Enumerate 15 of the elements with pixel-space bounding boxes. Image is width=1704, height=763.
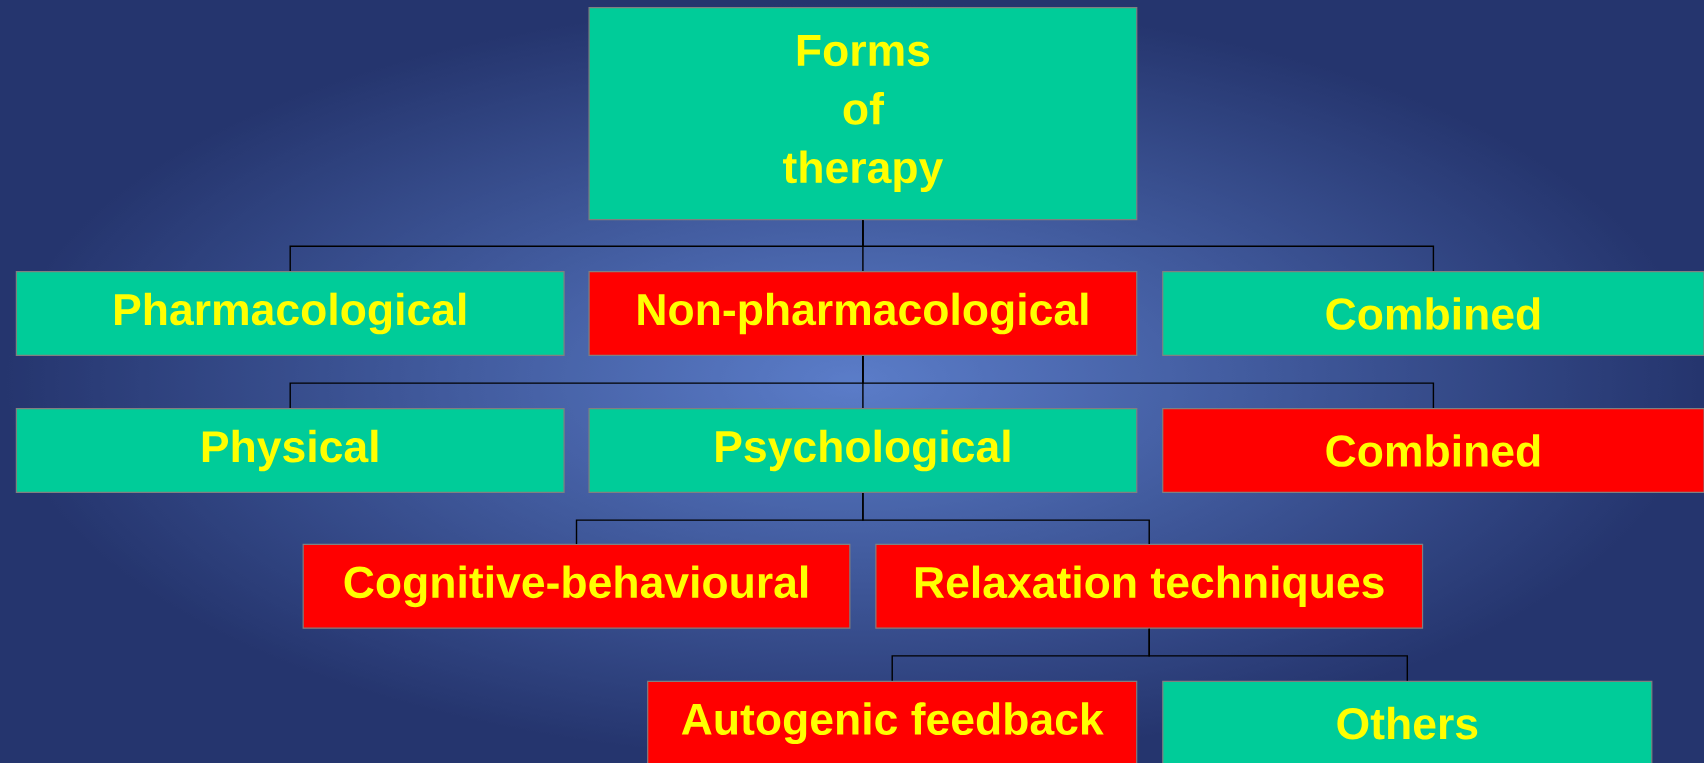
category-box: Pharmacological (15, 271, 565, 356)
category-box: Forms of therapy (588, 7, 1138, 221)
connector-line (862, 492, 1150, 545)
category-box: Psychological (588, 408, 1138, 493)
category-box: Physical (15, 408, 565, 493)
category-box: Relaxation techniques (875, 543, 1424, 629)
category-box: Others (1162, 680, 1653, 763)
connector-line (862, 355, 1435, 409)
category-box: Autogenic feedback (647, 680, 1138, 763)
category-box: Cognitive-behavioural (302, 543, 851, 629)
connector-line (862, 219, 1435, 272)
connector-line (1148, 628, 1408, 682)
category-box: Combined (1162, 271, 1704, 356)
category-box: Non-pharmacological (588, 271, 1138, 356)
category-box: Combined (1162, 408, 1704, 493)
